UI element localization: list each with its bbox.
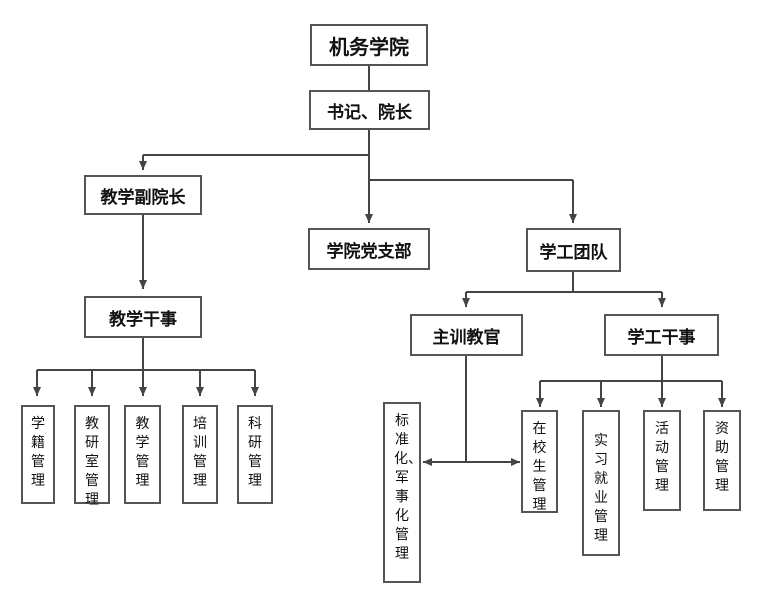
duty-box-internship-employment: 实习就业管理 bbox=[582, 410, 620, 556]
node-secretary-dean: 书记、院长 bbox=[309, 90, 430, 130]
node-teaching-officer-label: 教学干事 bbox=[109, 309, 177, 330]
node-student-affairs-officer: 学工干事 bbox=[604, 314, 719, 356]
node-vice-dean-teaching-label: 教学副院长 bbox=[100, 187, 186, 208]
duty-label: 学籍管理 bbox=[31, 416, 45, 489]
duty-label: 教学管理 bbox=[135, 416, 150, 489]
duty-label: 活动管理 bbox=[655, 421, 669, 494]
duty-label: 实习就业管理 bbox=[594, 433, 608, 544]
node-student-affairs-team-label: 学工团队 bbox=[539, 242, 608, 263]
node-party-branch-label: 学院党支部 bbox=[326, 241, 412, 262]
node-root-label: 机务学院 bbox=[329, 34, 409, 59]
duty-label: 在校生管理 bbox=[532, 421, 547, 513]
node-secretary-dean-label: 书记、院长 bbox=[327, 102, 412, 123]
duty-box-standardized-management: 标准化、军事化管理 bbox=[383, 402, 422, 583]
duty-box-teaching-research-office: 教研室管理 bbox=[74, 405, 110, 508]
node-chief-instructor: 主训教官 bbox=[410, 314, 523, 356]
node-student-affairs-team: 学工团队 bbox=[526, 228, 621, 272]
duty-label: 教研室管理 bbox=[85, 416, 99, 508]
duty-box-financial-aid: 资助管理 bbox=[703, 410, 741, 511]
node-party-branch: 学院党支部 bbox=[308, 228, 430, 270]
duty-box-enrolled-students: 在校生管理 bbox=[521, 410, 558, 513]
duty-label: 资助管理 bbox=[715, 421, 729, 494]
duty-label: 培训管理 bbox=[193, 416, 207, 489]
duty-box-activities: 活动管理 bbox=[643, 410, 681, 511]
duty-box-teaching-management: 教学管理 bbox=[124, 405, 161, 504]
duty-box-research-management: 科研管理 bbox=[237, 405, 273, 504]
duty-box-student-records: 学籍管理 bbox=[21, 405, 55, 504]
node-student-affairs-officer-label: 学工干事 bbox=[627, 327, 696, 348]
node-chief-instructor-label: 主训教官 bbox=[432, 327, 501, 348]
duty-label: 标准化、军事化管理 bbox=[394, 413, 422, 562]
duty-label: 科研管理 bbox=[248, 416, 262, 489]
duty-box-training-management: 培训管理 bbox=[182, 405, 218, 504]
node-vice-dean-teaching: 教学副院长 bbox=[84, 175, 202, 215]
node-root: 机务学院 bbox=[310, 24, 428, 66]
node-teaching-officer: 教学干事 bbox=[84, 296, 202, 338]
